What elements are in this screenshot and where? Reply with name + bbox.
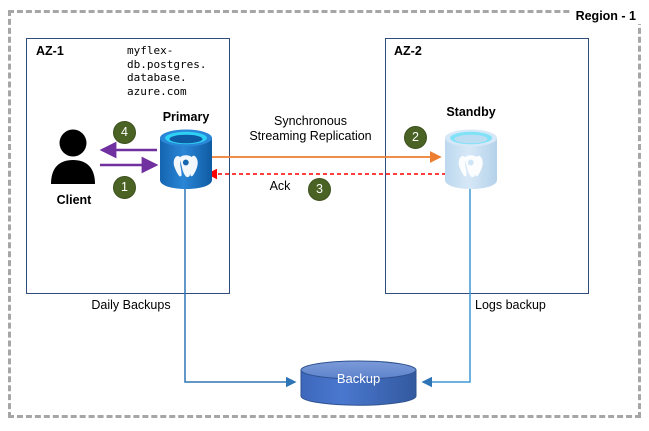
daily-backups-label: Daily Backups (91, 298, 171, 312)
replication-label: Synchronous Streaming Replication (249, 114, 372, 143)
primary-label: Primary (162, 110, 210, 124)
availability-zone-1-title: AZ-1 (36, 44, 64, 58)
availability-zone-1-box (26, 38, 230, 294)
step-badge-1: 1 (113, 176, 136, 199)
client-person-icon (50, 128, 96, 184)
standby-label: Standby (446, 105, 496, 119)
step-badge-3: 3 (308, 178, 331, 201)
backup-label: Backup (336, 371, 381, 386)
availability-zone-2-title: AZ-2 (394, 44, 422, 58)
step-badge-4: 4 (113, 121, 136, 144)
logs-backup-label: Logs backup (475, 298, 546, 312)
ack-label: Ack (269, 179, 291, 193)
client-label: Client (56, 193, 92, 207)
availability-zone-2-box (385, 38, 589, 294)
step-badge-2: 2 (404, 126, 427, 149)
primary-postgresql-database-icon (158, 128, 214, 190)
backup-storage-icon (300, 360, 417, 406)
standby-postgresql-database-icon (443, 128, 499, 190)
region-boundary (8, 10, 641, 418)
region-label: Region - 1 (570, 8, 641, 24)
database-endpoint-hostname: myflex- db.postgres. database. azure.com (127, 44, 207, 98)
